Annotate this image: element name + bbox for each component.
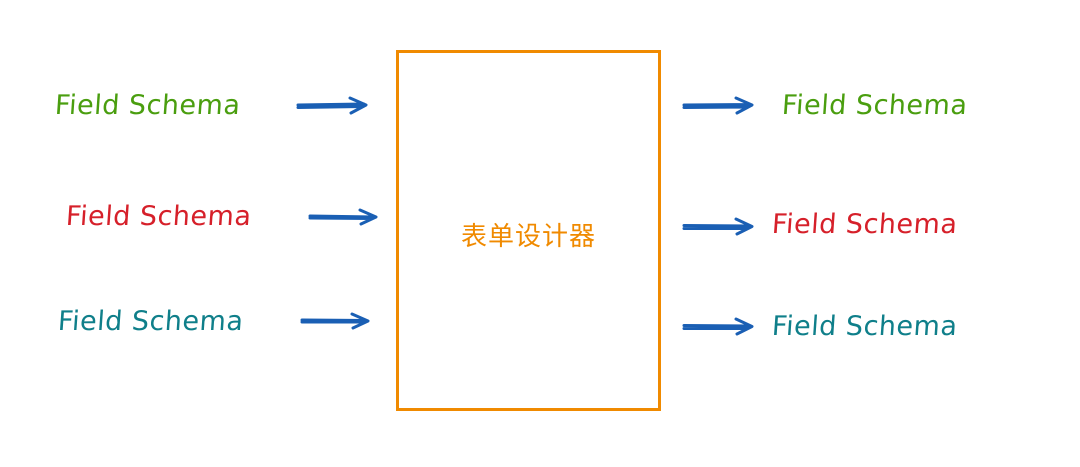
output-arrow-1-icon <box>682 96 754 115</box>
output-field-schema-2: Field Schema <box>770 209 959 240</box>
input-arrow-2-icon <box>308 208 378 226</box>
output-arrow-3-icon <box>682 317 754 336</box>
output-arrow-2-icon <box>682 217 754 236</box>
input-field-schema-3: Field Schema <box>56 306 245 337</box>
input-field-schema-2: Field Schema <box>64 201 253 232</box>
output-field-schema-1: Field Schema <box>780 90 969 121</box>
form-designer-title: 表单设计器 <box>460 222 596 252</box>
input-arrow-3-icon <box>300 312 370 330</box>
input-field-schema-1: Field Schema <box>53 90 242 121</box>
output-field-schema-3: Field Schema <box>770 311 959 342</box>
input-arrow-1-icon <box>296 96 368 115</box>
form-designer-box: 表单设计器 <box>396 50 661 411</box>
